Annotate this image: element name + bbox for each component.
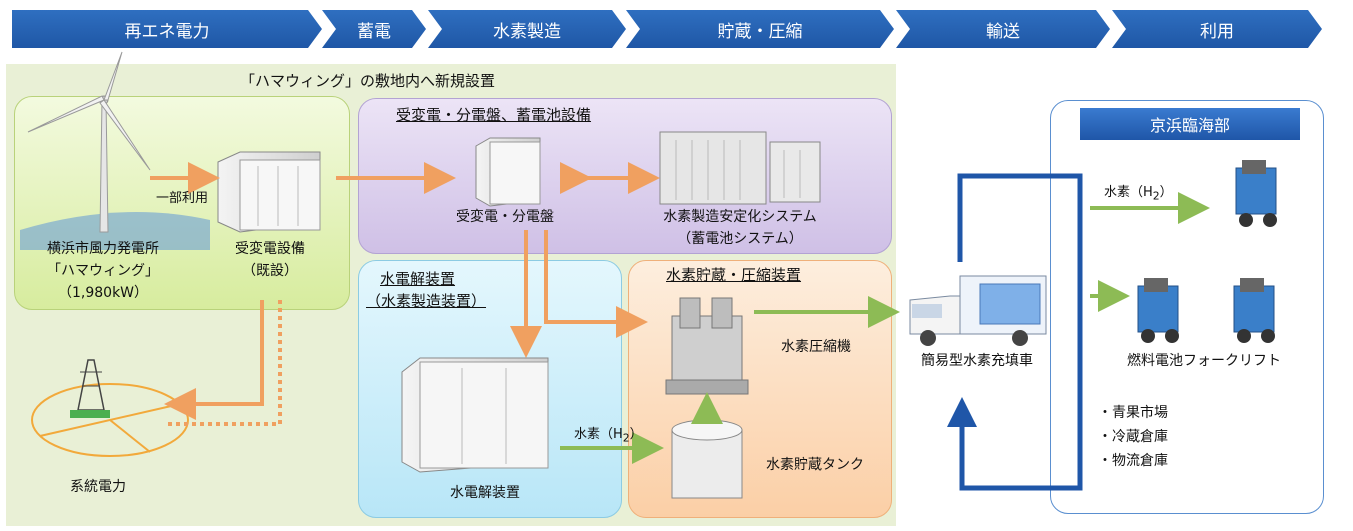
keihin-box: [1050, 100, 1324, 514]
flow-step-label: 輸送: [986, 21, 1020, 42]
hydrogen-flow-label: 水素（H2）: [574, 426, 643, 448]
place-item: ・冷蔵倉庫: [1098, 429, 1168, 445]
hydrogen-tank-icon: [671, 419, 743, 499]
flow-step-storage: 蓄電: [322, 10, 426, 48]
h2-prefix: 水素（H: [1104, 185, 1153, 200]
arrow-substation-to-grid: [164, 300, 264, 420]
electrolyzer-label: 水電解装置: [450, 485, 520, 501]
h2-suffix: ）: [1159, 185, 1173, 200]
panel-label: 受変電・分電盤: [456, 209, 554, 225]
electrolysis-box-subtitle: （水素製造装置）: [366, 292, 487, 310]
power-panel-box-title: 受変電・分電盤、蓄電池設備: [396, 106, 592, 124]
site-title: 「ハマウィング」の敷地内へ新規設置: [240, 72, 496, 90]
forklift-icon: [1137, 278, 1179, 343]
distribution-panel-icon: [475, 137, 541, 207]
flow-step-label: 再エネ電力: [124, 21, 210, 42]
stabilizer-label: 水素製造安定化システム: [663, 209, 817, 225]
flow-step-renewable: 再エネ電力: [12, 10, 322, 48]
flow-step-compression: 貯蔵・圧縮: [626, 10, 894, 48]
substation-name: 受変電設備: [235, 241, 305, 257]
hydrogen-flow-label-forklift: 水素（H2）: [1104, 184, 1173, 206]
partial-use-label: 一部利用: [156, 191, 209, 206]
hydrogen-truck-icon: [909, 275, 1047, 346]
substation-cabinet-icon: [217, 151, 321, 233]
flow-step-transport: 輸送: [896, 10, 1110, 48]
place-item: ・青果市場: [1098, 405, 1168, 421]
wind-plant-capacity: （1,980kW）: [57, 285, 149, 301]
flow-step-label: 蓄電: [357, 21, 391, 42]
electrolysis-box-title: 水電解装置: [380, 270, 456, 288]
flow-step-use: 利用: [1112, 10, 1322, 48]
grid-label: 系統電力: [70, 479, 126, 495]
forklift-icon: [1235, 160, 1277, 227]
truck-delivery-loop: [947, 173, 1083, 491]
flow-step-production: 水素製造: [428, 10, 626, 48]
arrow-grid-dotted: [168, 300, 282, 426]
power-grid-icon: [31, 359, 189, 457]
place-item: ・物流倉庫: [1098, 453, 1168, 469]
forklift-icon: [1233, 278, 1275, 343]
electrolyzer-icon: [401, 357, 549, 473]
flow-step-label: 水素製造: [493, 21, 561, 42]
wind-plant-quoted: 「ハマウィング」: [47, 263, 159, 279]
wind-plant-name: 横浜市風力発電所: [47, 241, 159, 257]
substation-note: （既設）: [242, 263, 298, 279]
forklift-label: 燃料電池フォークリフト: [1127, 353, 1281, 369]
battery-system-icon: [659, 131, 821, 205]
h2-subscript: 2: [1152, 189, 1160, 203]
wind-turbine-icon: [20, 51, 210, 250]
keihin-title: 京浜臨海部: [1149, 116, 1230, 135]
h2-prefix: 水素（H: [574, 427, 623, 442]
keihin-title-bar: 京浜臨海部: [1080, 108, 1300, 140]
truck-label: 簡易型水素充填車: [921, 353, 1033, 369]
compressor-icon: [665, 297, 749, 395]
flow-step-label: 貯蔵・圧縮: [717, 21, 803, 42]
compressor-label: 水素圧縮機: [781, 339, 851, 355]
h2-suffix: ）: [629, 427, 643, 442]
stabilizer-note: （蓄電池システム）: [677, 231, 803, 247]
storage-box-title: 水素貯蔵・圧縮装置: [666, 266, 802, 284]
h2-subscript: 2: [622, 431, 630, 445]
tank-label: 水素貯蔵タンク: [766, 457, 864, 473]
arrow-panel-to-compressor: [544, 230, 648, 338]
flow-step-label: 利用: [1200, 21, 1234, 42]
